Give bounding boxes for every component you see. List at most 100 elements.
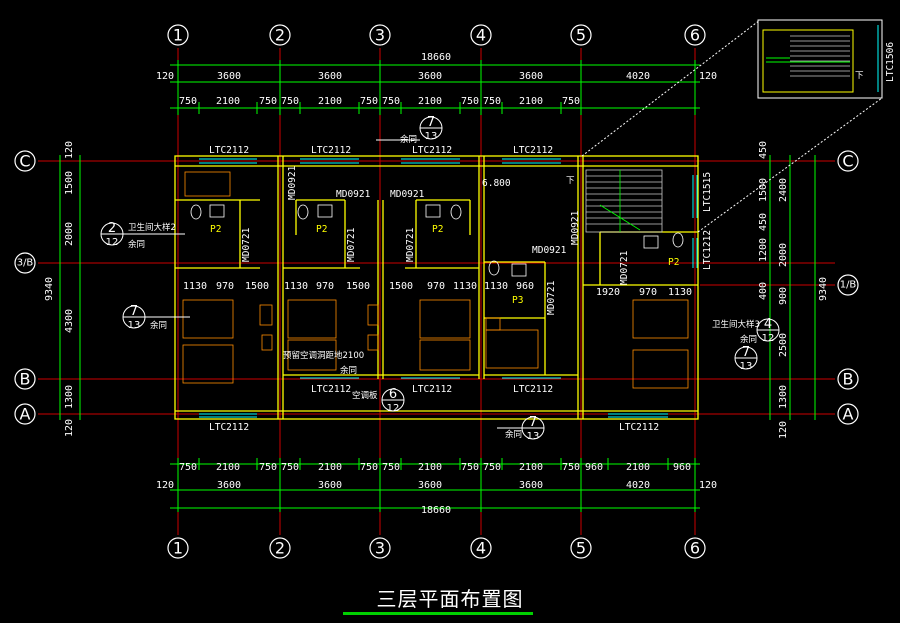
callout-1: 2 12 xyxy=(100,221,185,248)
dim-tw-10: 2100 xyxy=(519,96,543,107)
win-side-2: LTC1506 xyxy=(885,42,896,82)
dim-bay-5: 4020 xyxy=(626,71,650,82)
dim-bw-7: 2100 xyxy=(418,462,442,473)
win-bottom-3: LTC2112 xyxy=(513,384,553,395)
dim-int-9: 1130 xyxy=(484,281,508,292)
dim-bay-4-bottom: 3600 xyxy=(519,480,543,491)
callout-2: 7 13 xyxy=(122,304,190,331)
dim-lv-1: 1500 xyxy=(64,171,75,195)
dim-ticks xyxy=(177,60,696,512)
grid-label-1: 1 xyxy=(173,26,183,45)
grid-label-1-bottom: 1 xyxy=(173,539,183,558)
note-7: 余同 xyxy=(340,365,357,376)
dim-lv-4: 1300 xyxy=(64,385,75,409)
dim-bw-5: 750 xyxy=(360,462,378,473)
dim-left-total: 9340 xyxy=(44,277,55,301)
dim-int-5: 1500 xyxy=(346,281,370,292)
dim-rv-10: 120 xyxy=(778,421,789,439)
window-labels: LTC2112 LTC2112 LTC2112 LTC2112 LTC2112 … xyxy=(209,42,896,433)
door-5: MD0721 xyxy=(241,227,252,262)
dim-int-10: 960 xyxy=(516,281,534,292)
dim-bay-3: 3600 xyxy=(418,71,442,82)
grid-label-B-right: B xyxy=(843,370,854,389)
grid-bubbles-right: C 1/B B A xyxy=(837,150,859,425)
win-top-3: LTC2112 xyxy=(513,145,553,156)
grid-label-6: 6 xyxy=(690,26,700,45)
door-3: MD0921 xyxy=(287,165,298,200)
dim-bw-12: 960 xyxy=(585,462,603,473)
callout-3: 6 12 xyxy=(381,387,405,414)
callout-1-bottom: 12 xyxy=(106,237,119,248)
dim-bw-13: 2100 xyxy=(626,462,650,473)
dim-right-total: 9340 xyxy=(818,277,829,301)
dim-tw-2: 750 xyxy=(259,96,277,107)
dim-rv-1: 1500 xyxy=(758,178,769,202)
door-7: MD0721 xyxy=(405,227,416,262)
walls xyxy=(174,155,699,420)
inset-down-label: 下 xyxy=(855,71,864,81)
dim-bay-1-bottom: 3600 xyxy=(217,480,241,491)
dim-int-0: 1130 xyxy=(183,281,207,292)
dim-tw-8: 750 xyxy=(461,96,479,107)
dim-tw-4: 2100 xyxy=(318,96,342,107)
callout-0: 7 13 xyxy=(376,115,443,142)
dim-rv-4: 1200 xyxy=(758,238,769,262)
dim-tw-0: 750 xyxy=(179,96,197,107)
dim-int-6: 1500 xyxy=(389,281,413,292)
dim-int-3: 1130 xyxy=(284,281,308,292)
door-labels: MD0921 MD0921 MD0921 MD0921 MD0921 MD072… xyxy=(241,165,630,315)
note-6: 余同 xyxy=(150,320,167,331)
note-0: 卫生间大样2 xyxy=(128,222,176,233)
callout-5-top: 4 xyxy=(764,317,772,332)
win-top-2: LTC2112 xyxy=(412,145,452,156)
callout-5-bottom: 12 xyxy=(762,333,775,344)
stair xyxy=(585,169,663,233)
door-8: MD0721 xyxy=(546,280,557,315)
dim-bw-8: 750 xyxy=(461,462,479,473)
dim-tw-3: 750 xyxy=(281,96,299,107)
note-5: 余同 xyxy=(128,239,145,250)
grid-label-3-bottom: 3 xyxy=(375,539,385,558)
callout-4-top: 7 xyxy=(529,415,537,430)
grid-label-4: 4 xyxy=(476,26,486,45)
dim-bay-2: 3600 xyxy=(318,71,342,82)
dim-tw-1: 2100 xyxy=(216,96,240,107)
dim-bw-4: 2100 xyxy=(318,462,342,473)
dim-rv-0: 450 xyxy=(758,141,769,159)
grid-bubbles-bottom: 1 2 3 4 5 6 xyxy=(167,537,706,559)
door-0: MD0921 xyxy=(336,189,371,200)
dim-rv-7: 900 xyxy=(778,287,789,305)
dim-bw-1: 2100 xyxy=(216,462,240,473)
dim-rv-9: 1300 xyxy=(778,385,789,409)
win-bottom-1: LTC2112 xyxy=(311,384,351,395)
dim-bay-1: 3600 xyxy=(217,71,241,82)
dim-tw-5: 750 xyxy=(360,96,378,107)
note-1: 卫生间大样3 xyxy=(712,319,760,330)
p-mark-4: P3 xyxy=(512,295,523,306)
grid-label-2-bottom: 2 xyxy=(275,539,285,558)
door-9: MD0721 xyxy=(619,250,630,285)
grid-label-C: C xyxy=(19,152,30,171)
dim-edge-top-left: 120 xyxy=(156,71,174,82)
p-mark-0: P2 xyxy=(210,224,221,235)
dim-bw-6: 750 xyxy=(382,462,400,473)
fixtures xyxy=(182,171,689,389)
grid-label-B: B xyxy=(20,370,31,389)
callout-3-top: 6 xyxy=(389,387,397,402)
title-underline xyxy=(343,612,533,615)
grid-label-1B-right: 1/B xyxy=(840,280,857,291)
dim-int-13: 1130 xyxy=(668,287,692,298)
dim-tw-7: 2100 xyxy=(418,96,442,107)
door-4: MD0921 xyxy=(570,210,581,245)
grid-bubbles-left: C 3/B B A xyxy=(14,150,36,425)
p-marks: P2 P2 P2 P2 P3 xyxy=(210,224,679,306)
dim-rv-8: 2500 xyxy=(778,333,789,357)
grid-label-3B: 3/B xyxy=(17,258,34,269)
dim-bay-3-bottom: 3600 xyxy=(418,480,442,491)
dim-rv-6: 400 xyxy=(758,282,769,300)
dim-int-2: 1500 xyxy=(245,281,269,292)
detail-callouts: 7 13 2 12 7 13 6 12 7 13 4 xyxy=(100,115,780,442)
axis-lines xyxy=(38,48,835,535)
